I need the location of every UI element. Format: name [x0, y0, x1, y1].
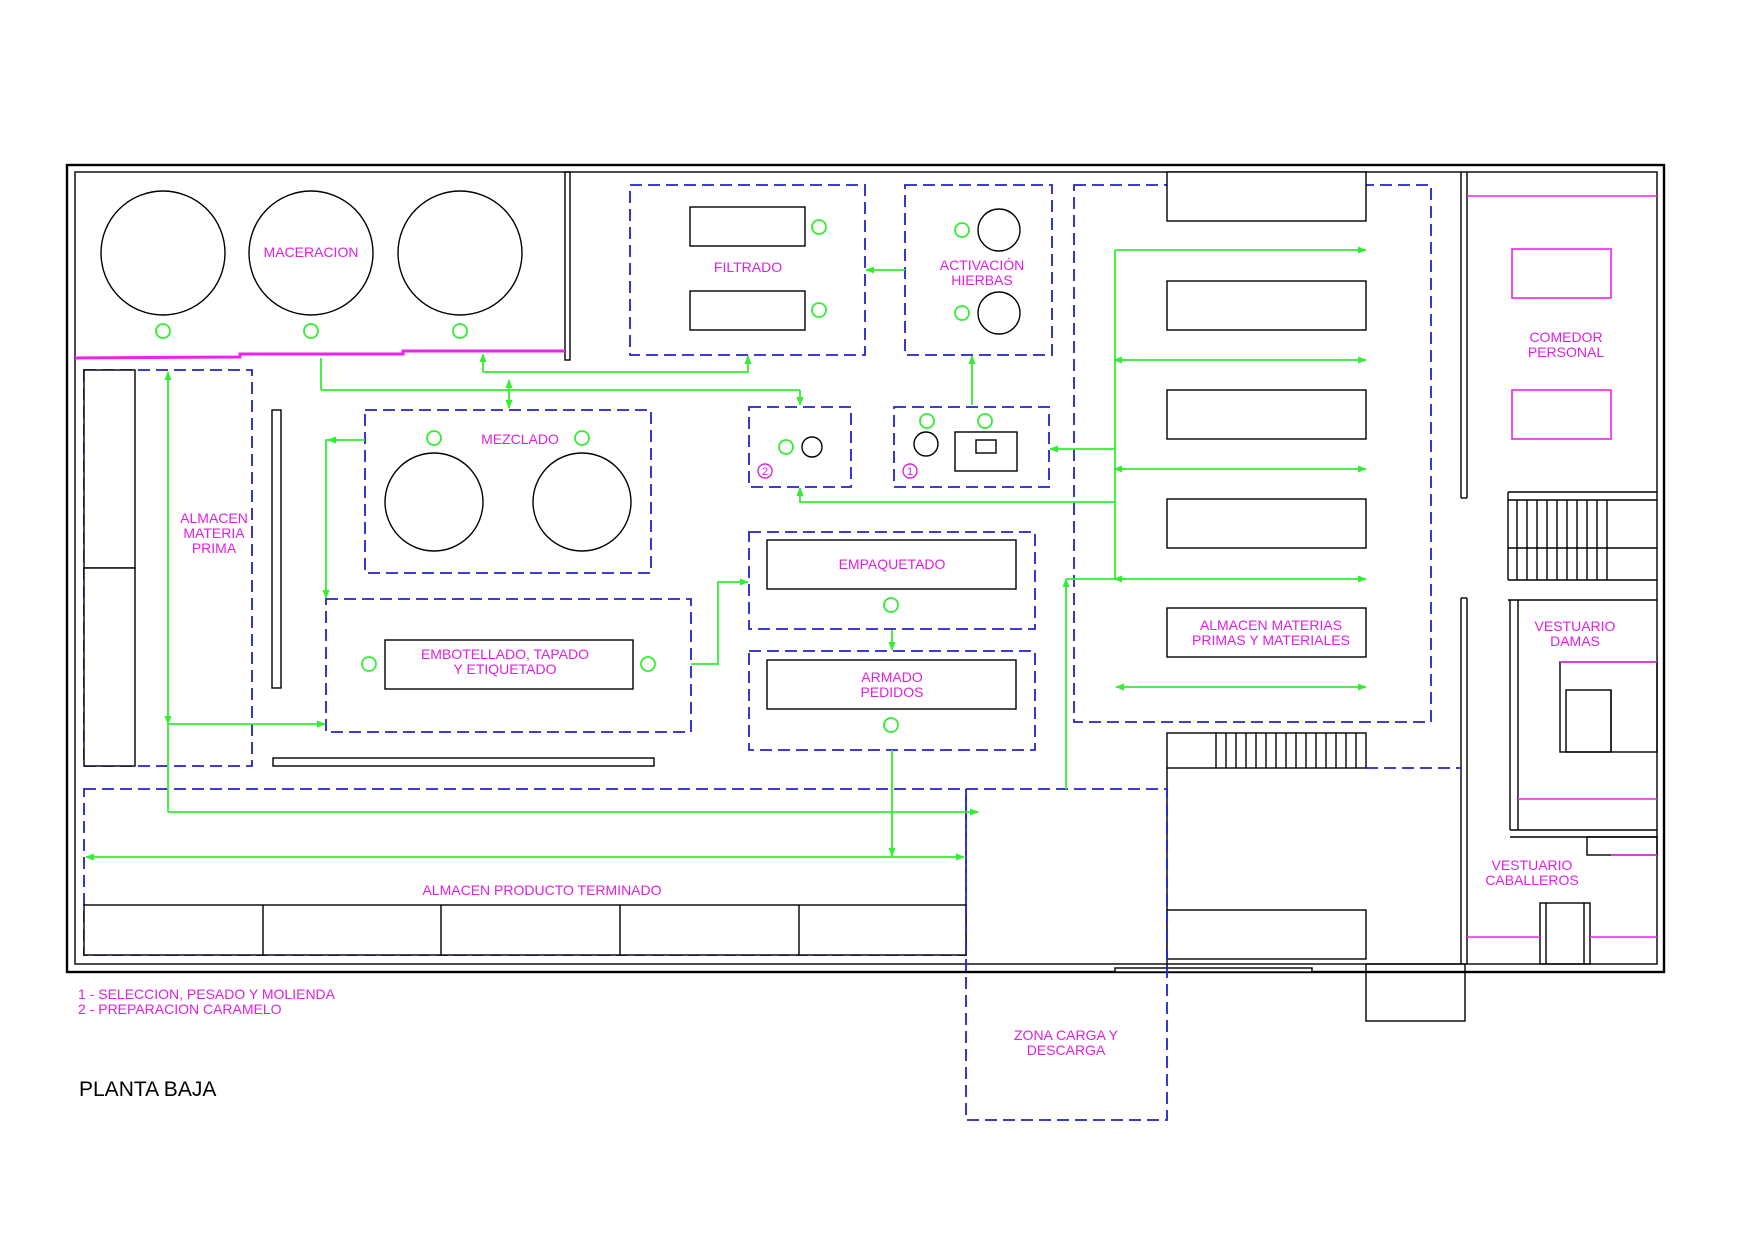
label-empaquetado: EMPAQUETADO [839, 556, 946, 572]
material-flow [85, 246, 1367, 861]
plan-title: PLANTA BAJA [79, 1078, 216, 1101]
activacion-tank-1 [977, 208, 1021, 252]
magenta-partitions [74, 195, 1657, 938]
label-almacen-mpm-2: PRIMAS Y MATERIALES [1192, 632, 1350, 648]
label-armado-1: ARMADO [861, 669, 923, 685]
empaquetado-table [766, 539, 1017, 590]
activacion-tank-2 [977, 291, 1021, 335]
shelf-2 [1166, 280, 1367, 331]
rack-1 [83, 369, 136, 569]
label-vest-cab-2: CABALLEROS [1485, 872, 1578, 888]
label-comedor-2: PERSONAL [1528, 344, 1604, 360]
shelf-5 [1166, 607, 1367, 658]
zone-preparacion-caramelo [748, 406, 852, 488]
counter [272, 757, 655, 767]
maceracion-tank-2 [248, 190, 374, 316]
label-vest-damas-2: DAMAS [1550, 633, 1600, 649]
pt-shelving [83, 904, 967, 956]
zone-carga-descarga [965, 788, 1168, 1121]
label-zona-carga-1: ZONA CARGA Y [1014, 1027, 1119, 1043]
label-activacion-2: HIERBAS [951, 272, 1012, 288]
partition-wall [271, 409, 282, 689]
label-zona-carga-2: DESCARGA [1027, 1042, 1106, 1058]
zone-empaquetado [748, 531, 1036, 630]
embotellado-line [384, 639, 634, 690]
zone-almacen-materias-primas [1073, 184, 1432, 723]
label-almacen-mp-2: MATERIA [183, 525, 245, 541]
label-almacen-mp-3: PRIMA [192, 540, 237, 556]
maceracion-tanks [100, 190, 523, 339]
label-vest-damas-1: VESTUARIO [1535, 618, 1616, 634]
caramelo-pot [801, 436, 823, 458]
label-almacen-mpm-1: ALMACEN MATERIAS [1200, 617, 1342, 633]
maceracion-tank-3 [397, 190, 523, 316]
label-almacen-pt: ALMACEN PRODUCTO TERMINADO [422, 882, 661, 898]
label-embotellado-1: EMBOTELLADO, TAPADO [421, 646, 589, 662]
comedor-table-1 [1511, 248, 1612, 299]
label-activacion-1: ACTIVACIÓN [940, 257, 1025, 273]
stairs [1507, 491, 1657, 601]
label-armado-2: PEDIDOS [860, 684, 923, 700]
building-walls [65, 163, 1666, 974]
marker-1: 1 [907, 466, 913, 478]
label-mezclado: MEZCLADO [481, 431, 559, 447]
shelf-1 [1166, 171, 1367, 222]
label-comedor-1: COMEDOR [1529, 329, 1602, 345]
zone-filtrado [629, 184, 866, 356]
label-embotellado-2: Y ETIQUETADO [454, 661, 557, 677]
shelf-4 [1166, 498, 1367, 549]
shelf-3 [1166, 389, 1367, 440]
label-vest-cab-1: VESTUARIO [1492, 857, 1573, 873]
marker-2: 2 [762, 466, 768, 478]
label-almacen-mp-1: ALMACEN [180, 510, 248, 526]
label-filtrado: FILTRADO [714, 259, 782, 275]
armado-table [766, 659, 1017, 710]
molienda-machine [913, 431, 939, 457]
label-maceracion: MACERACION [264, 244, 359, 260]
mezclado-tank-1 [384, 452, 484, 552]
zone-seleccion-pesado [893, 406, 1050, 488]
filtrado-unit-1 [689, 206, 806, 247]
maceracion-tank-1 [100, 190, 226, 316]
legend-item-1: 1 - SELECCION, PESADO Y MOLIENDA [78, 986, 336, 1002]
zone-embotellado [325, 598, 692, 733]
zone-mezclado [364, 409, 652, 574]
rack-2 [83, 567, 136, 767]
comedor-table-2 [1511, 389, 1612, 440]
filtrado-unit-2 [689, 290, 806, 331]
legend-item-2: 2 - PREPARACION CARAMELO [78, 1001, 282, 1017]
mezclado-tank-2 [532, 452, 632, 552]
